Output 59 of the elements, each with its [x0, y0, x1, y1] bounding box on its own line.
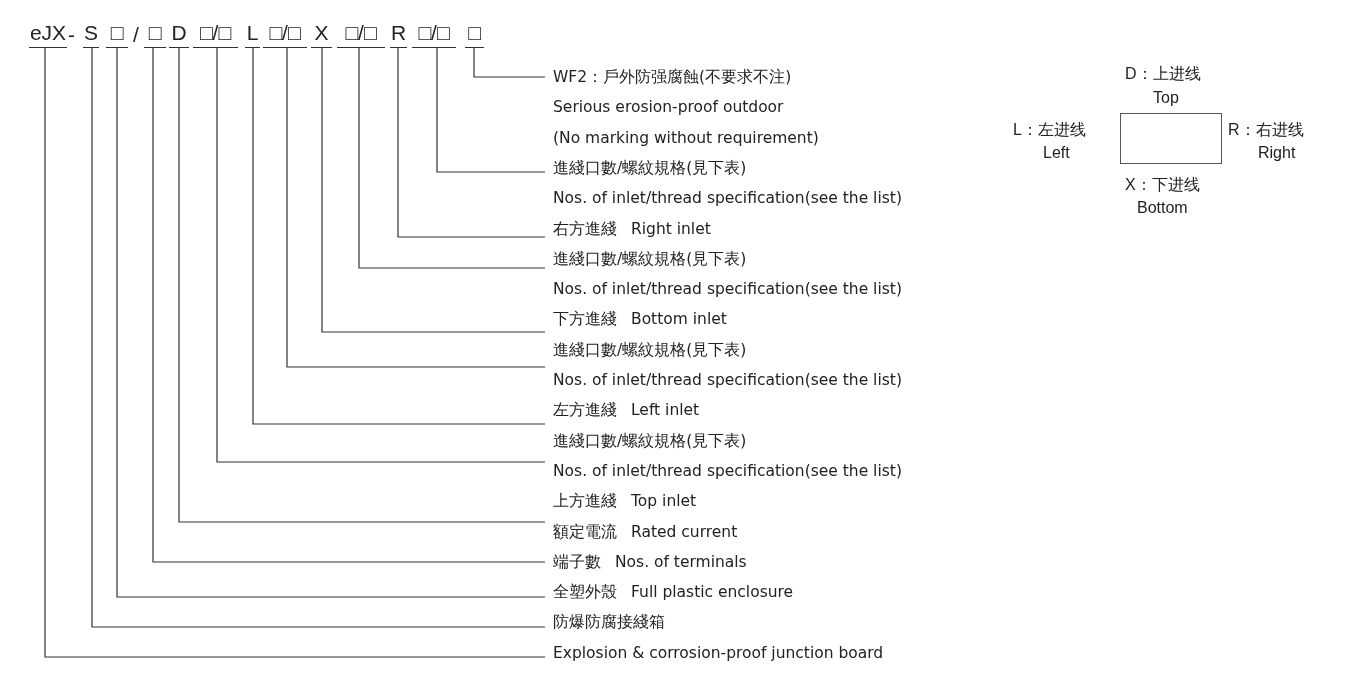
description-text: Nos. of inlet/thread specification(see the list) — [553, 188, 902, 210]
leader-line — [436, 47, 546, 173]
leader-line — [473, 47, 546, 78]
description-text: 上方進綫 — [553, 491, 617, 513]
description-text: WF2：戶外防强腐蝕(不要求不注) — [553, 67, 792, 88]
description-text: Nos. of inlet/thread specification(see the list) — [553, 279, 902, 301]
description-text: Top inlet — [631, 491, 697, 513]
description-text: Nos. of inlet/thread specification(see the list) — [553, 370, 902, 391]
leader-line — [252, 47, 546, 425]
code-segment: R — [390, 18, 407, 48]
description-text: 額定電流 — [553, 521, 617, 543]
inlet-direction-label: L：左进线 — [1013, 120, 1086, 140]
code-segment: □/□ — [193, 18, 238, 48]
leader-line — [321, 47, 546, 333]
inlet-direction-label: Top — [1153, 88, 1179, 108]
description-text: 進綫口數/螺紋規格(見下表) — [553, 248, 747, 270]
inlet-direction-label: Right — [1258, 143, 1296, 163]
code-separator: - — [68, 22, 75, 48]
description-text: Nos. of terminals — [615, 551, 747, 573]
code-segment: □/□ — [263, 18, 307, 48]
code-segment: X — [311, 18, 332, 48]
code-segment: □/□ — [412, 18, 456, 48]
code-segment: □ — [106, 18, 128, 48]
description-text: Full plastic enclosure — [631, 582, 794, 604]
leader-line — [216, 47, 546, 463]
description-text: Explosion & corrosion-proof junction board — [553, 642, 884, 664]
description-text: 端子數 — [553, 551, 601, 573]
description-text: Bottom inlet — [631, 309, 727, 331]
inlet-direction-label: Bottom — [1137, 198, 1188, 218]
description-text: 進綫口數/螺紋規格(見下表) — [553, 339, 747, 361]
code-segment: D — [169, 18, 189, 48]
description-text: 進綫口數/螺紋規格(見下表) — [553, 157, 747, 179]
code-segment: L — [245, 18, 260, 48]
description-text: Rated current — [631, 521, 738, 543]
description-text: 防爆防腐接綫箱 — [553, 612, 665, 634]
enclosure-box — [1120, 113, 1222, 164]
description-text: Nos. of inlet/thread specification(see the list) — [553, 460, 902, 482]
code-segment: □ — [144, 18, 166, 48]
inlet-direction-label: Left — [1043, 143, 1070, 163]
code-segment: □/□ — [337, 18, 385, 48]
code-segment: S — [83, 18, 99, 48]
description-text: Left inlet — [631, 400, 700, 422]
code-separator: / — [133, 22, 139, 48]
description-text: 全塑外殼 — [553, 582, 617, 604]
inlet-direction-label: R：右进线 — [1228, 120, 1304, 140]
leader-line — [286, 47, 546, 368]
description-text: Right inlet — [631, 218, 711, 240]
description-text: 右方進綫 — [553, 218, 617, 240]
inlet-direction-label: D：上进线 — [1125, 64, 1201, 84]
description-text: 進綫口數/螺紋規格(見下表) — [553, 430, 747, 452]
code-segment: □ — [465, 18, 484, 48]
code-segment: eJX — [29, 18, 67, 48]
description-text: 左方進綫 — [553, 400, 617, 422]
inlet-direction-label: X：下进线 — [1125, 175, 1200, 195]
description-text: (No marking without requirement) — [553, 127, 819, 149]
leader-line — [397, 47, 546, 238]
leader-line — [358, 47, 546, 269]
description-text: 下方進綫 — [553, 309, 617, 331]
description-text: Serious erosion-proof outdoor — [553, 97, 784, 119]
